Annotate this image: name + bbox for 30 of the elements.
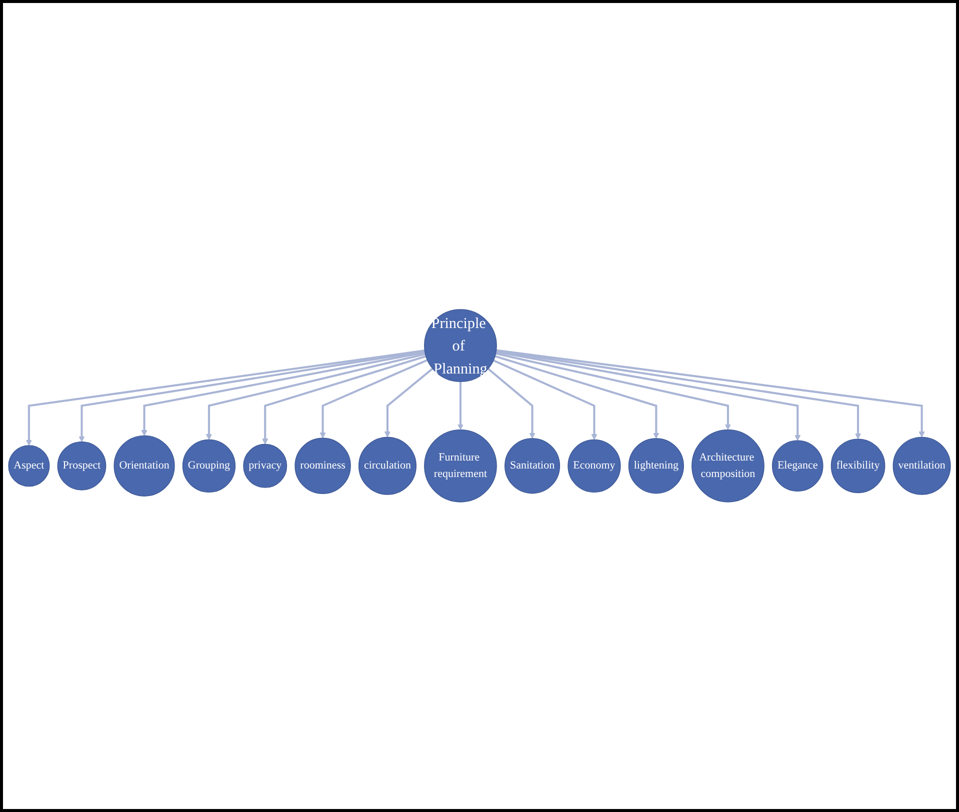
node-circle: Elegance [772, 440, 824, 492]
node-circle: Architecture composition [692, 430, 764, 503]
node-circle: Furniture requirement [424, 430, 497, 503]
arrow [262, 355, 426, 445]
node-circle: Aspect [8, 445, 50, 487]
arrow [26, 350, 425, 446]
arrow [206, 353, 426, 440]
node-circle: Grouping [182, 440, 236, 493]
arrow [457, 382, 464, 430]
arrow [141, 352, 426, 436]
node-circle: roominess [294, 438, 351, 494]
arrow [78, 350, 425, 442]
arrow [496, 351, 801, 442]
arrow [494, 355, 660, 439]
node-circle: privacy [243, 444, 288, 488]
arrow [496, 350, 862, 440]
arrow [496, 349, 925, 438]
node-circle: ventilation [892, 437, 951, 496]
node-circle: Prospect [57, 442, 106, 491]
node-circle: flexibility [830, 438, 886, 494]
arrow [320, 359, 428, 439]
arrow [384, 368, 434, 438]
node-circle: lightening [628, 438, 684, 494]
arrow [492, 360, 598, 440]
arrow [487, 368, 536, 439]
arrow [495, 352, 731, 430]
node-circle: Economy [568, 440, 621, 493]
node-circle: Sanitation [504, 438, 560, 494]
node-circle: Orientation [114, 436, 175, 497]
node-circle: circulation [358, 437, 416, 496]
